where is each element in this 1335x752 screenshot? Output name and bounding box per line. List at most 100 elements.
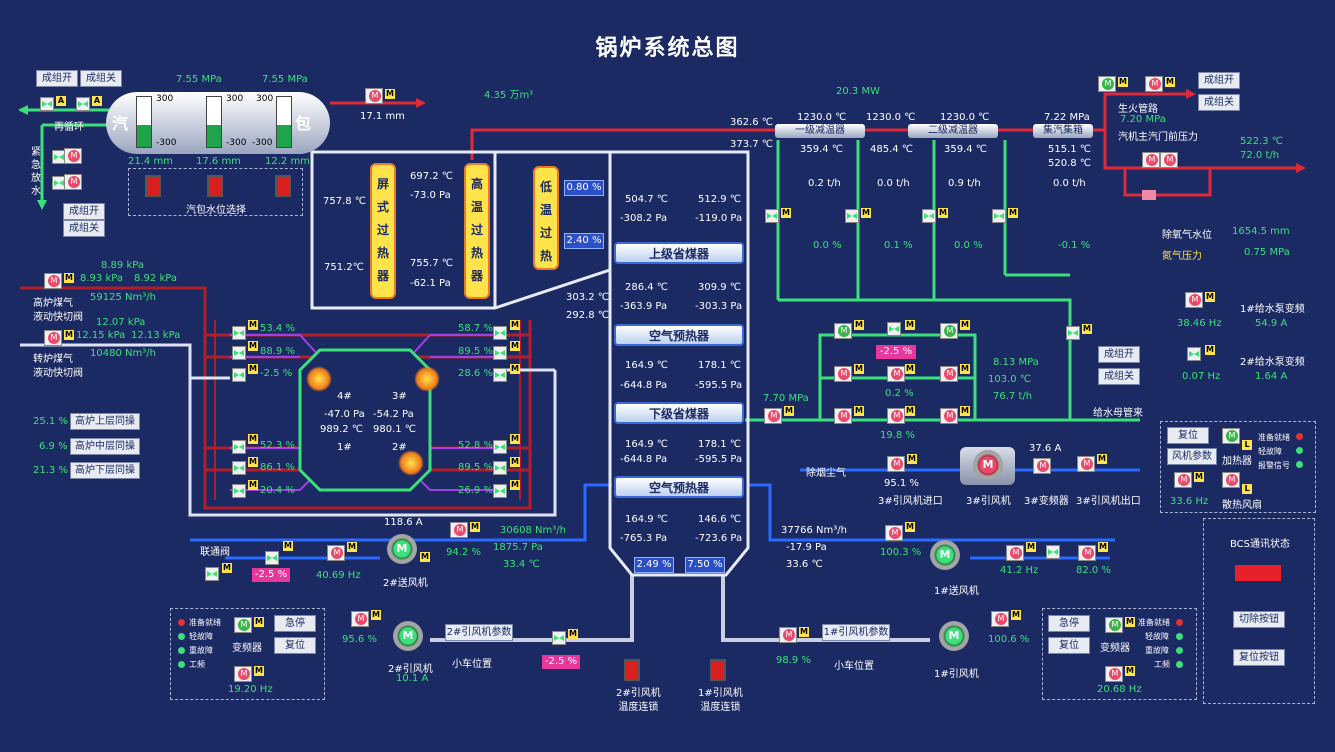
burner-l-open-6: 20.4 % xyxy=(260,485,295,496)
id1-estop-button[interactable]: 急停 xyxy=(1048,615,1090,632)
fan1-pressure: -17.9 Pa xyxy=(786,542,827,553)
id3-fan-motor-icon[interactable]: M xyxy=(973,450,1003,480)
burner-r-mode-4-icon: M xyxy=(510,434,520,444)
drum-group-close-button[interactable]: 成组关 xyxy=(80,70,122,87)
id1-fan-motor-icon[interactable]: M xyxy=(939,621,969,651)
fan1-damper-motor-icon: M xyxy=(885,525,903,541)
id1-reset-button[interactable]: 复位 xyxy=(1048,637,1090,654)
id2-temp-lock-switch[interactable] xyxy=(624,659,640,681)
burner-l-valve-5[interactable] xyxy=(232,461,246,475)
burner-l-valve-3[interactable] xyxy=(232,368,246,382)
power-output: 20.3 MW xyxy=(836,86,880,97)
sync-lower-button[interactable]: 高炉下层同操 xyxy=(70,462,140,479)
furnace-press-3: -54.2 Pa xyxy=(373,409,414,420)
sync-middle-button[interactable]: 高炉中层同操 xyxy=(70,438,140,455)
desup-valve-3[interactable] xyxy=(922,209,936,223)
id2-fan-motor-icon[interactable]: M xyxy=(393,621,423,651)
drum-group-open-button[interactable]: 成组开 xyxy=(36,70,78,87)
desup-valve-4[interactable] xyxy=(992,209,1006,223)
burner-l-valve-4[interactable] xyxy=(232,440,246,454)
burner-r-valve-6[interactable] xyxy=(493,484,507,498)
desup-valve-2[interactable] xyxy=(845,209,859,223)
main-group-open-button[interactable]: 成组开 xyxy=(1198,72,1240,89)
feed-header-valve[interactable] xyxy=(1066,326,1080,340)
feed-header-label: 给水母管来 xyxy=(1093,408,1143,419)
id2-major-label: 重故障 xyxy=(189,646,213,655)
id3-outlet-mode-icon: M xyxy=(1097,454,1107,464)
id2-cart-valve[interactable] xyxy=(552,631,566,645)
burner-r-valve-3[interactable] xyxy=(493,368,507,382)
feed-group-open-button[interactable]: 成组开 xyxy=(1098,346,1140,363)
nitrogen-pressure: 0.75 MPa xyxy=(1244,247,1290,258)
id2-damper-open: 95.6 % xyxy=(342,634,377,645)
burner-r-valve-1[interactable] xyxy=(493,326,507,340)
bcs-reset-button[interactable]: 复位按钮 xyxy=(1233,649,1285,666)
link-valve-label: 联通阀 xyxy=(200,547,230,558)
burner-r-valve-2[interactable] xyxy=(493,346,507,360)
id1-cart-label: 小车位置 xyxy=(834,661,874,672)
feed-loop-valve-1[interactable] xyxy=(887,322,901,336)
recirc-valve-2[interactable] xyxy=(76,97,90,111)
drum-select-switch-1[interactable] xyxy=(145,175,161,197)
fan-reset-button[interactable]: 复位 xyxy=(1167,427,1209,444)
burner-4-label: 4# xyxy=(337,391,352,402)
desup-in-temp-2: 373.7 ℃ xyxy=(730,139,774,150)
id1-temp-lock-switch[interactable] xyxy=(710,659,726,681)
burner-l-mode-1-icon: M xyxy=(248,320,258,330)
fan1-motor-icon[interactable]: M xyxy=(930,540,960,570)
desup-open-2: 0.1 % xyxy=(884,240,913,251)
id2-params-button[interactable]: 2#引风机参数 xyxy=(445,624,513,641)
fan1-valve[interactable] xyxy=(1046,545,1060,559)
id1-hz-motor-icon: M xyxy=(1105,666,1123,682)
fan2-hz: 40.69 Hz xyxy=(316,570,361,581)
id1-hz: 20.68 Hz xyxy=(1097,684,1142,695)
feed-group-close-button[interactable]: 成组关 xyxy=(1098,368,1140,385)
fan2-damper-motor-icon: M xyxy=(450,522,468,538)
feed-pump-2-valve[interactable] xyxy=(1187,347,1201,361)
fan2-link-valve[interactable] xyxy=(265,551,279,565)
main-steam-bypass-valve[interactable] xyxy=(1142,190,1156,200)
cooling-fan-motor-icon: M xyxy=(1222,472,1240,488)
burner-l-mode-6-icon: M xyxy=(248,480,258,490)
drum-select-switch-3[interactable] xyxy=(275,175,291,197)
sync-upper-button[interactable]: 高炉上层同操 xyxy=(70,413,140,430)
econ-r3-b: 178.1 ℃ xyxy=(698,360,742,371)
link-valve[interactable] xyxy=(205,567,219,581)
fire-line-motor-icon: M xyxy=(1098,76,1116,92)
drum-pressure-left: 7.55 MPa xyxy=(176,74,222,85)
feed-loop-motor-5-icon: M xyxy=(940,366,958,382)
burner-r-mode-6-icon: M xyxy=(510,480,520,490)
burner-l-valve-6[interactable] xyxy=(232,484,246,498)
recirc-valve-1[interactable] xyxy=(40,97,54,111)
drum-select-switch-2[interactable] xyxy=(207,175,223,197)
main-group-close-button[interactable]: 成组关 xyxy=(1198,94,1240,111)
burner-2-flame-icon xyxy=(398,450,424,476)
bcs-cutoff-button[interactable]: 切除按钮 xyxy=(1233,611,1285,628)
desup-valve-1[interactable] xyxy=(765,209,779,223)
desup-valve-3-mode-icon: M xyxy=(938,208,948,218)
id2-estop-button[interactable]: 急停 xyxy=(274,615,316,632)
burner-r-valve-4[interactable] xyxy=(493,440,507,454)
cv-gas-p3: 12.13 kPa xyxy=(131,330,181,341)
econ-r2-b: 309.9 ℃ xyxy=(698,282,742,293)
id2-reset-button[interactable]: 复位 xyxy=(274,637,316,654)
desup-flow-3: 0.9 t/h xyxy=(948,178,981,189)
fan2-temp: 33.4 ℃ xyxy=(503,559,540,570)
burner-l-mode-2-icon: M xyxy=(248,341,258,351)
fan-params-button[interactable]: 风机参数 xyxy=(1167,448,1217,465)
main-steam-motor-icon: M xyxy=(1142,152,1160,168)
drain-group-open-button[interactable]: 成组开 xyxy=(63,203,105,220)
id2-damper-mode-icon: M xyxy=(371,610,381,620)
burner-r-valve-5[interactable] xyxy=(493,461,507,475)
drain-group-close-button[interactable]: 成组关 xyxy=(63,220,105,237)
burner-l-valve-1[interactable] xyxy=(232,326,246,340)
id2-minor-label: 轻故障 xyxy=(189,632,213,641)
burner-l-valve-2[interactable] xyxy=(232,346,246,360)
burner-l-open-2: 88.9 % xyxy=(260,346,295,357)
emergency-valve-2[interactable] xyxy=(52,176,66,190)
fan2-motor-icon[interactable]: M xyxy=(387,534,417,564)
econ-r1-b: 512.9 ℃ xyxy=(698,194,742,205)
id1-damper-open: 100.6 % xyxy=(988,634,1030,645)
id2-cart-position: -2.5 % xyxy=(542,655,580,669)
id1-params-button[interactable]: 1#引风机参数 xyxy=(822,624,890,641)
